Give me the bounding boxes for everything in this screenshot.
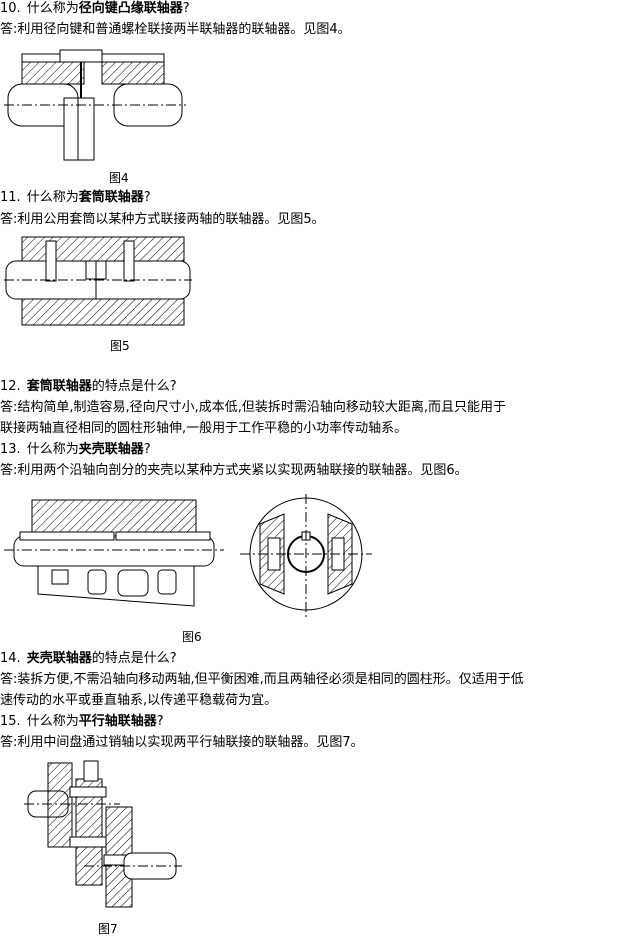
question-text: 什么称为: [26, 190, 79, 205]
question-suffix: ?: [143, 442, 151, 457]
question-number: 14.: [0, 651, 21, 666]
question-text: 什么称为: [26, 1, 79, 16]
question-text: 什么称为: [26, 442, 79, 457]
answer-11: 答:利用公用套筒以某种方式联接两轴的联轴器。见图5。: [0, 212, 325, 227]
question-term: 套筒联轴器: [26, 379, 92, 394]
question-15: 15. 什么称为平行轴联轴器?: [0, 713, 164, 731]
figure-5-caption: 图5: [110, 339, 130, 353]
question-suffix: ?: [182, 1, 190, 16]
answer-10: 答:利用径向键和普通螺栓联接两半联轴器的联轴器。见图4。: [0, 22, 351, 37]
figure-4-caption: 图4: [109, 171, 129, 185]
answer-14-line-1: 答:装拆方便,不需沿轴向移动两轴,但平衡困难,而且两轴径必须是相同的圆柱形。仅适…: [0, 672, 524, 687]
question-10: 10. 什么称为径向键凸缘联轴器?: [0, 0, 190, 18]
figure-7-caption: 图7: [98, 922, 118, 936]
question-suffix: ?: [156, 714, 164, 729]
question-suffix: ?: [143, 190, 151, 205]
question-13: 13. 什么称为夹壳联轴器?: [0, 441, 151, 459]
figure-5-drawing: [4, 235, 192, 327]
question-term: 夹壳联轴器: [78, 442, 144, 457]
question-term: 夹壳联轴器: [26, 651, 92, 666]
question-number: 11.: [0, 190, 21, 205]
question-number: 12.: [0, 379, 21, 394]
figure-6-caption: 图6: [182, 630, 202, 644]
answer-12-line-1: 答:结构简单,制造容易,径向尺寸小,成本低,但装拆时需沿轴向移动较大距离,而且只…: [0, 400, 507, 415]
question-number: 15.: [0, 714, 21, 729]
question-text: 什么称为: [26, 714, 79, 729]
figure-6-drawing: [4, 494, 374, 622]
answer-13: 答:利用两个沿轴向剖分的夹壳以某种方式夹紧以实现两轴联接的联轴器。见图6。: [0, 463, 468, 478]
question-term: 径向键凸缘联轴器: [78, 1, 183, 16]
figure-7-drawing: [24, 757, 184, 915]
question-number: 13.: [0, 442, 21, 457]
answer-14-line-2: 速传动的水平或垂直轴系,以传递平稳载荷为宜。: [0, 693, 278, 708]
question-suffix: 的特点是什么?: [91, 651, 177, 666]
question-term: 套筒联轴器: [78, 190, 144, 205]
question-number: 10.: [0, 1, 21, 16]
question-11: 11. 什么称为套筒联轴器?: [0, 189, 151, 207]
question-14: 14. 夹壳联轴器的特点是什么?: [0, 650, 177, 668]
question-term: 平行轴联轴器: [78, 714, 157, 729]
figure-4-drawing: [4, 46, 186, 162]
answer-12-line-2: 联接两轴直径相同的圆柱形轴伸,一般用于工作平稳的小功率传动轴系。: [0, 421, 408, 436]
answer-15: 答:利用中间盘通过销轴以实现两平行轴联接的联轴器。见图7。: [0, 735, 364, 750]
question-12: 12. 套筒联轴器的特点是什么?: [0, 378, 177, 396]
question-suffix: 的特点是什么?: [91, 379, 177, 394]
